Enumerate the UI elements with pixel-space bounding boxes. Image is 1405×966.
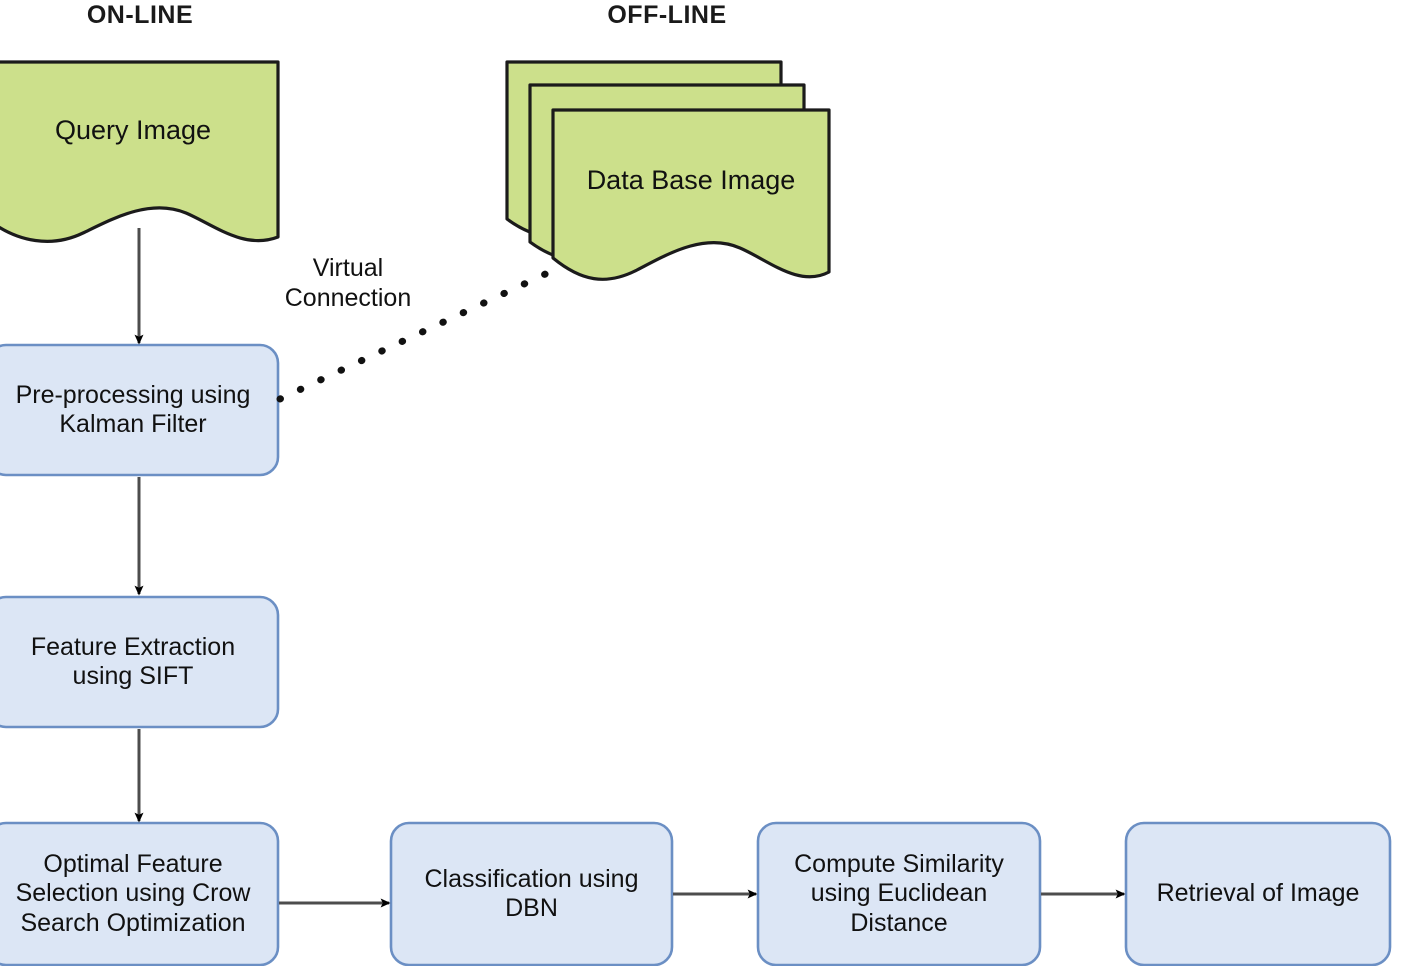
node-pre-processing[interactable] xyxy=(0,343,280,477)
node-classification[interactable] xyxy=(389,821,674,966)
node-query-image[interactable] xyxy=(0,60,280,243)
pre-processing-box xyxy=(0,343,280,477)
database-sheet-front xyxy=(551,108,831,281)
section-title-online: ON-LINE xyxy=(86,1,194,29)
node-database-image[interactable] xyxy=(505,60,831,281)
retrieval-box xyxy=(1124,821,1392,966)
node-similarity[interactable] xyxy=(756,821,1042,966)
node-retrieval[interactable] xyxy=(1124,821,1392,966)
classification-box xyxy=(389,821,674,966)
feature-extraction-box xyxy=(0,595,280,729)
optimal-feature-box xyxy=(0,821,280,966)
node-optimal-feature[interactable] xyxy=(0,821,280,966)
similarity-box xyxy=(756,821,1042,966)
query-image-shape xyxy=(0,60,280,243)
section-title-offline: OFF-LINE xyxy=(607,1,727,29)
virtual-connection-label: Virtual Connection xyxy=(284,254,412,312)
node-feature-extraction[interactable] xyxy=(0,595,280,729)
